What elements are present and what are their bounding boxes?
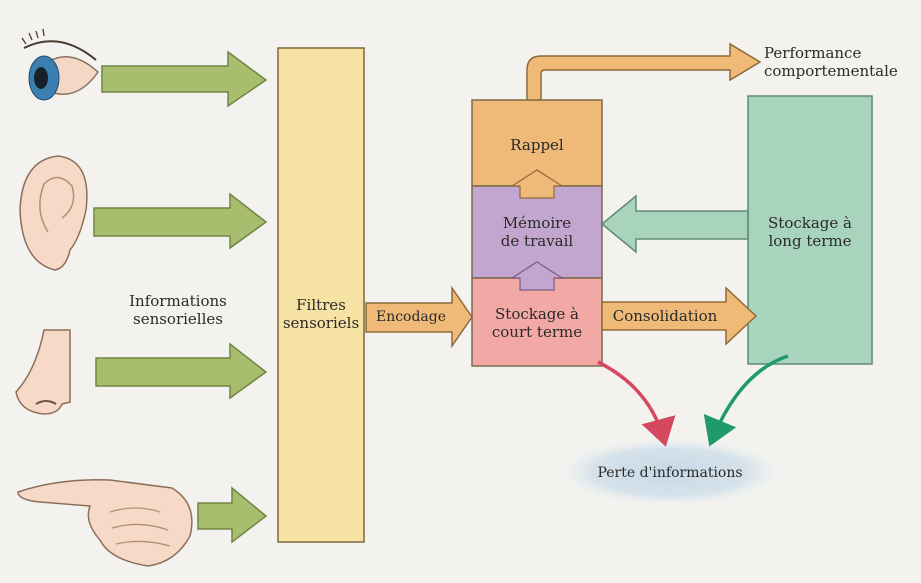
nose-arrow bbox=[95, 342, 268, 400]
long-term-line2: long terme bbox=[768, 232, 852, 250]
long-term-line1: Stockage à bbox=[768, 214, 852, 232]
long-term-loss-arrow bbox=[703, 354, 789, 447]
encoding-arrow bbox=[365, 285, 473, 349]
information-loss-cloud bbox=[558, 438, 782, 506]
performance-label: Performance comportementale bbox=[764, 44, 914, 80]
retrieval-arrow bbox=[600, 194, 749, 254]
consolidation-label: Consolidation bbox=[612, 307, 718, 325]
performance-line2: comportementale bbox=[764, 62, 898, 80]
sensory-info-line1: Informations bbox=[129, 292, 227, 310]
performance-arrow bbox=[526, 42, 762, 101]
sensory-info-label: Informations sensorielles bbox=[108, 292, 248, 328]
filter-label-line1: Filtres bbox=[296, 296, 346, 314]
filter-label-line2: sensoriels bbox=[282, 314, 360, 332]
sense-arrows bbox=[93, 50, 268, 544]
hand-icon bbox=[17, 479, 193, 567]
nose-icon bbox=[15, 329, 71, 415]
eye-icon bbox=[21, 28, 99, 101]
hand-arrow bbox=[197, 486, 268, 544]
filter-label: Filtres sensoriels bbox=[272, 296, 370, 332]
eye-arrow bbox=[101, 50, 268, 108]
recall-label: Rappel bbox=[510, 136, 564, 154]
sensory-info-line2: sensorielles bbox=[133, 310, 223, 328]
information-loss-label: Perte d'informations bbox=[597, 465, 743, 481]
working-memory-label: Mémoire de travail bbox=[472, 214, 602, 250]
short-term-label: Stockage à court terme bbox=[472, 305, 602, 341]
working-memory-line1: Mémoire bbox=[502, 214, 572, 232]
up-arrow-to-working bbox=[509, 261, 565, 291]
long-term-label: Stockage à long terme bbox=[748, 214, 872, 250]
short-term-box bbox=[471, 277, 603, 367]
sensory-filter-box bbox=[277, 47, 365, 543]
ear-icon bbox=[19, 155, 88, 271]
short-term-line2: court terme bbox=[491, 323, 583, 341]
up-arrow-to-recall bbox=[509, 169, 565, 199]
working-memory-line2: de travail bbox=[500, 232, 574, 250]
short-term-line1: Stockage à bbox=[495, 305, 579, 323]
encoding-label: Encodage bbox=[375, 309, 447, 325]
short-term-loss-arrow bbox=[597, 360, 676, 447]
performance-line1: Performance bbox=[764, 44, 862, 62]
consolidation-arrow bbox=[601, 286, 758, 346]
ear-arrow bbox=[93, 192, 268, 250]
long-term-box bbox=[747, 95, 873, 365]
